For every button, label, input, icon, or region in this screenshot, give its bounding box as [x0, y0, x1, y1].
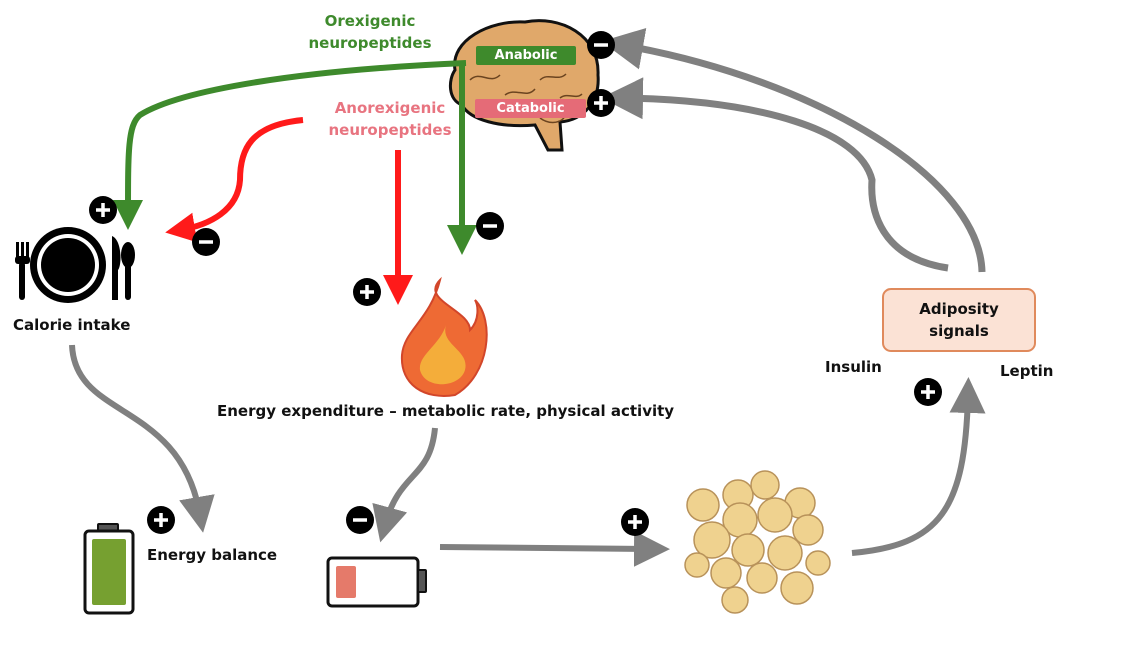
fat-cell — [710, 557, 742, 589]
anorexigenic-line2: neuropeptides — [328, 121, 452, 139]
brain-icon — [448, 19, 600, 152]
expenditure-to-balance-arrow — [372, 427, 438, 543]
energy-expenditure-label: Energy expenditure – metabolic rate, phy… — [217, 402, 675, 420]
anabolic-tag: Anabolic — [476, 46, 576, 65]
cutlery-plate-icon — [15, 227, 135, 303]
plus-badge-icon — [353, 278, 381, 306]
adiposity-line2: signals — [929, 322, 989, 340]
feedback-arrow-catabolic — [601, 77, 949, 272]
fat-cell — [746, 562, 778, 594]
calorie-intake-label: Calorie intake — [13, 316, 131, 334]
plus-badge-icon — [587, 89, 615, 117]
plus-badge-icon — [914, 378, 942, 406]
catabolic-tag: Catabolic — [475, 99, 586, 118]
feedback-arrow-anabolic — [601, 27, 986, 273]
flame-icon — [400, 276, 488, 397]
fat-cell — [757, 497, 793, 533]
adiposity-signals-box: Adiposity signals — [882, 288, 1036, 352]
fat-cell — [686, 488, 720, 522]
fat-to-adiposity-arrow — [851, 377, 986, 556]
fat-cell — [750, 470, 780, 500]
plus-badge-icon — [147, 506, 175, 534]
fat-cell — [767, 535, 803, 571]
fat-cell — [721, 586, 749, 614]
intake-to-balance-arrow — [69, 344, 215, 533]
anorexigenic-label: Anorexigenic neuropeptides — [310, 97, 470, 141]
anorexigenic-line1: Anorexigenic — [334, 99, 446, 117]
balance-to-fat-arrow — [439, 530, 670, 567]
fat-cell — [684, 552, 710, 578]
orexigenic-label: Orexigenic neuropeptides — [290, 10, 450, 54]
fat-cells-icon — [684, 470, 831, 614]
minus-badge-icon — [346, 506, 374, 534]
fat-cell — [780, 571, 814, 605]
minus-badge-icon — [587, 31, 615, 59]
anorexigenic-arrow-intake — [165, 117, 304, 243]
fat-cell — [731, 533, 765, 567]
battery-full-icon — [83, 523, 135, 615]
adiposity-line1: Adiposity — [919, 300, 999, 318]
energy-balance-label: Energy balance — [147, 546, 278, 564]
battery-low-icon — [326, 556, 427, 608]
fat-cell — [805, 550, 831, 576]
minus-badge-icon — [476, 212, 504, 240]
orexigenic-line2: neuropeptides — [308, 34, 432, 52]
plus-badge-icon — [89, 196, 117, 224]
minus-badge-icon — [192, 228, 220, 256]
leptin-label: Leptin — [1000, 362, 1054, 380]
orexigenic-arrow-intake — [113, 60, 467, 230]
plus-badge-icon — [621, 508, 649, 536]
insulin-label: Insulin — [825, 358, 882, 376]
orexigenic-line1: Orexigenic — [324, 12, 416, 30]
fat-cell — [693, 521, 731, 559]
fat-cell — [792, 514, 824, 546]
